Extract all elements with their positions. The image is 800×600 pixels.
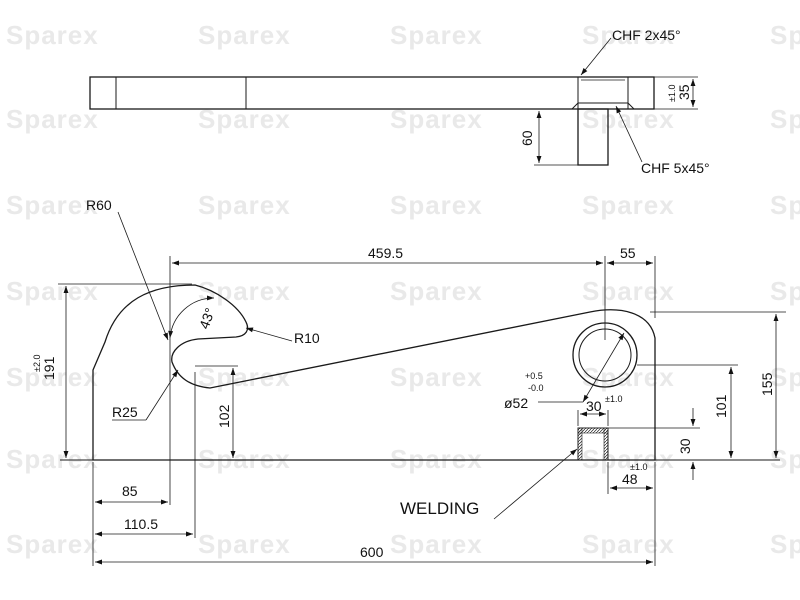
chamfer-bottom-label: CHF 5x45° [641,160,710,176]
watermark: Sparex [770,104,800,134]
watermark: Sparex [390,444,483,474]
dimension-101: 101 [713,394,729,418]
dimension-55: 55 [620,245,636,261]
watermark: Sparex [6,276,99,306]
leader-line [615,105,643,163]
pin-length-dimension: 60 [519,130,535,146]
leader-line [493,448,578,520]
top-view: CHF 2x45° CHF 5x45° 35 ±1.0 60 [89,27,710,176]
weld-hatch [577,427,583,461]
welding-label: WELDING [400,499,479,518]
watermark: Sparex [582,20,675,50]
weld-chamfer [571,102,635,110]
watermark: Sparex [582,529,675,559]
watermark: Sparex [390,276,483,306]
angle-label: 43° [196,306,218,331]
dimension-191-tolerance: ±2.0 [32,355,42,372]
watermark: Sparex [582,190,675,220]
radius-r25-label: R25 [112,404,138,420]
watermark: Sparex [6,362,99,392]
watermark: Sparex [6,190,99,220]
angle-arc [168,295,215,339]
radius-r60-label: R60 [86,197,112,213]
dimension-600: 600 [360,544,384,560]
watermark: Sparex [6,104,99,134]
leader-line [245,327,293,342]
thickness-dimension: 35 [676,84,692,100]
thickness-tolerance: ±1.0 [667,85,677,102]
dimension-459-5: 459.5 [368,245,403,261]
radius-r10-label: R10 [294,330,320,346]
watermark: Sparex [198,529,291,559]
side-view: R60 43° R10 R25 459.5 55 191 ±2.0 102 15… [32,197,786,566]
watermark: Sparex [198,444,291,474]
watermark: Sparex [770,20,800,50]
watermark: Sparex [198,20,291,50]
leader-line [580,37,612,76]
watermark: Sparex [582,276,675,306]
dimension-30-tolerance: ±1.0 [605,394,622,404]
dimension-48-tolerance: ±1.0 [630,462,647,472]
leader-line [582,332,625,403]
dimension-30-horizontal: 30 [586,398,602,414]
chamfer-top-label: CHF 2x45° [612,27,681,43]
dimension-30-vertical: 30 [677,438,693,454]
watermark: Sparex [6,20,99,50]
bore-diameter: ø52 [504,395,528,411]
weld-hatch [603,427,609,461]
watermark: Sparex [6,529,99,559]
watermark: Sparex [770,276,800,306]
watermark: Sparex [390,20,483,50]
leader-line [145,369,179,421]
watermark: Sparex [6,444,99,474]
pin-top-view [577,108,609,166]
dimension-155: 155 [759,372,775,396]
dimension-110-5: 110.5 [124,516,158,532]
watermark: Sparex [390,362,483,392]
dimension-102: 102 [216,404,232,428]
watermark: Sparex [770,444,800,474]
dimension-48: 48 [622,471,638,487]
bore-tolerance-plus: +0.5 [525,371,543,381]
watermark: Sparex [770,529,800,559]
watermark: Sparex [198,190,291,220]
bore-tolerance-minus: -0.0 [528,383,544,393]
watermark: Sparex [770,190,800,220]
top-view-bar [89,76,655,110]
watermark: Sparex [582,444,675,474]
weld-hatch [577,427,609,434]
leader-line [117,211,169,341]
dimension-85: 85 [122,483,138,499]
watermark: Sparex [390,529,483,559]
watermark-layer: Sparex Sparex Sparex Sparex Sparex Spare… [6,20,800,559]
watermark: Sparex [390,190,483,220]
part-outline [92,284,656,461]
dimension-191: 191 [41,356,57,380]
